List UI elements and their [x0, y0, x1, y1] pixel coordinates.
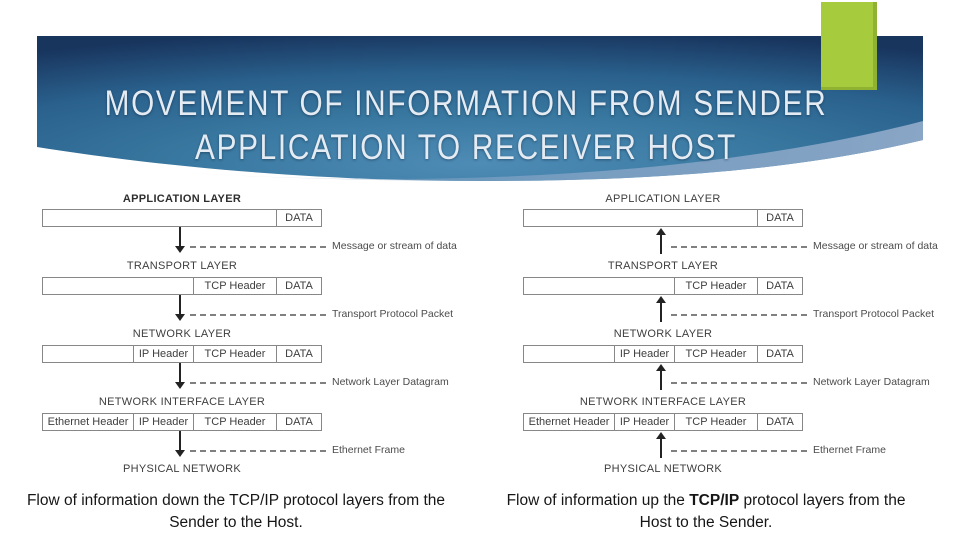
arrow-down-stem [179, 295, 181, 315]
packet-cell-ip-header: IP Header [614, 346, 674, 362]
caption-line1: Flow of information up the TCP/IP protoc… [506, 492, 906, 509]
arrow-down-icon [175, 450, 185, 457]
packet-row-network: IP Header TCP Header DATA [523, 345, 803, 363]
annotation-ethernet-frame: Ethernet Frame [813, 444, 886, 456]
layer-title-network: NETWORK LAYER [132, 328, 232, 340]
title-banner [37, 36, 923, 181]
annotation-dash [671, 314, 807, 316]
layer-title-network-interface: NETWORK INTERFACE LAYER [579, 396, 747, 408]
arrow-up-icon [656, 364, 666, 371]
annotation-dash [671, 246, 807, 248]
annotation-dash [190, 450, 326, 452]
packet-cell-data: DATA [757, 414, 802, 430]
packet-row-application: DATA [523, 209, 803, 227]
annotation-datagram: Network Layer Datagram [332, 376, 449, 388]
arrow-down-stem [179, 363, 181, 383]
packet-cell-data: DATA [757, 278, 802, 294]
packet-row-transport: TCP Header DATA [42, 277, 322, 295]
layer-title-transport: TRANSPORT LAYER [126, 260, 238, 272]
packet-cell-ip-header: IP Header [133, 346, 193, 362]
arrow-up-stem [660, 370, 662, 390]
layer-title-transport: TRANSPORT LAYER [607, 260, 719, 272]
packet-row-network-interface: Ethernet Header IP Header TCP Header DAT… [523, 413, 803, 431]
layer-title-application: APPLICATION LAYER [122, 193, 242, 205]
caption-receiver-flow: Flow of information up the TCP/IP protoc… [475, 490, 937, 533]
packet-cell-empty [524, 210, 757, 226]
annotation-message: Message or stream of data [332, 240, 457, 252]
caption-sender-flow: Flow of information down the TCP/IP prot… [5, 490, 467, 533]
arrow-up-stem [660, 302, 662, 322]
caption-line2: Sender to the Host. [169, 513, 303, 531]
packet-cell-tcp-header: TCP Header [674, 414, 757, 430]
packet-cell-ip-header: IP Header [133, 414, 193, 430]
annotation-dash [190, 246, 326, 248]
arrow-up-stem [660, 234, 662, 254]
packet-cell-tcp-header: TCP Header [193, 278, 276, 294]
annotation-transport-packet: Transport Protocol Packet [813, 308, 934, 320]
arrow-down-icon [175, 246, 185, 253]
arrow-up-icon [656, 228, 666, 235]
packet-cell-tcp-header: TCP Header [193, 346, 276, 362]
arrow-down-stem [179, 227, 181, 247]
physical-network-label: PHYSICAL NETWORK [122, 463, 242, 475]
packet-row-network: IP Header TCP Header DATA [42, 345, 322, 363]
packet-cell-tcp-header: TCP Header [674, 278, 757, 294]
annotation-datagram: Network Layer Datagram [813, 376, 930, 388]
annotation-ethernet-frame: Ethernet Frame [332, 444, 405, 456]
packet-cell-data: DATA [276, 346, 321, 362]
packet-cell-ethernet-header: Ethernet Header [47, 416, 129, 428]
arrow-down-stem [179, 431, 181, 451]
packet-row-application: DATA [42, 209, 322, 227]
arrow-down-icon [175, 382, 185, 389]
packet-cell-empty [43, 210, 276, 226]
annotation-transport-packet: Transport Protocol Packet [332, 308, 453, 320]
arrow-down-icon [175, 314, 185, 321]
packet-cell-data: DATA [757, 346, 802, 362]
packet-cell-data: DATA [276, 414, 321, 430]
layer-title-network: NETWORK LAYER [613, 328, 713, 340]
packet-row-transport: TCP Header DATA [523, 277, 803, 295]
annotation-dash [671, 450, 807, 452]
sender-flow-diagram: APPLICATION LAYER DATA Message or stream… [0, 188, 480, 490]
page-title-line2: APPLICATION TO RECEIVER HOST [195, 128, 737, 167]
packet-cell-empty [524, 346, 614, 362]
physical-network-label: PHYSICAL NETWORK [603, 463, 723, 475]
packet-cell-empty [43, 346, 133, 362]
annotation-dash [671, 382, 807, 384]
annotation-dash [190, 314, 326, 316]
receiver-flow-diagram: APPLICATION LAYER DATA Message or stream… [481, 188, 960, 490]
banner-swoosh [190, 121, 923, 181]
page-title-line1: MOVEMENT OF INFORMATION FROM SENDER [104, 84, 828, 123]
accent-bar [821, 2, 877, 90]
packet-cell-data: DATA [276, 278, 321, 294]
layer-title-network-interface: NETWORK INTERFACE LAYER [98, 396, 266, 408]
caption-line1: Flow of information down the TCP/IP prot… [26, 492, 446, 509]
packet-cell-ip-header: IP Header [614, 414, 674, 430]
banner-shape [37, 36, 923, 181]
arrow-up-icon [656, 296, 666, 303]
packet-cell-data: DATA [757, 210, 802, 226]
packet-cell-tcp-header: TCP Header [674, 346, 757, 362]
arrow-up-icon [656, 432, 666, 439]
packet-cell-ethernet-header: Ethernet Header [528, 416, 610, 428]
arrow-up-stem [660, 438, 662, 458]
packet-cell-tcp-header: TCP Header [193, 414, 276, 430]
packet-cell-data: DATA [276, 210, 321, 226]
layer-title-application: APPLICATION LAYER [605, 193, 721, 205]
packet-cell-empty [524, 278, 674, 294]
page-title: MOVEMENT OF INFORMATION FROM SENDER APPL… [82, 82, 850, 170]
annotation-dash [190, 382, 326, 384]
packet-cell-empty [43, 278, 193, 294]
packet-row-network-interface: Ethernet Header IP Header TCP Header DAT… [42, 413, 322, 431]
annotation-message: Message or stream of data [813, 240, 938, 252]
caption-line2: Host to the Sender. [639, 513, 773, 531]
